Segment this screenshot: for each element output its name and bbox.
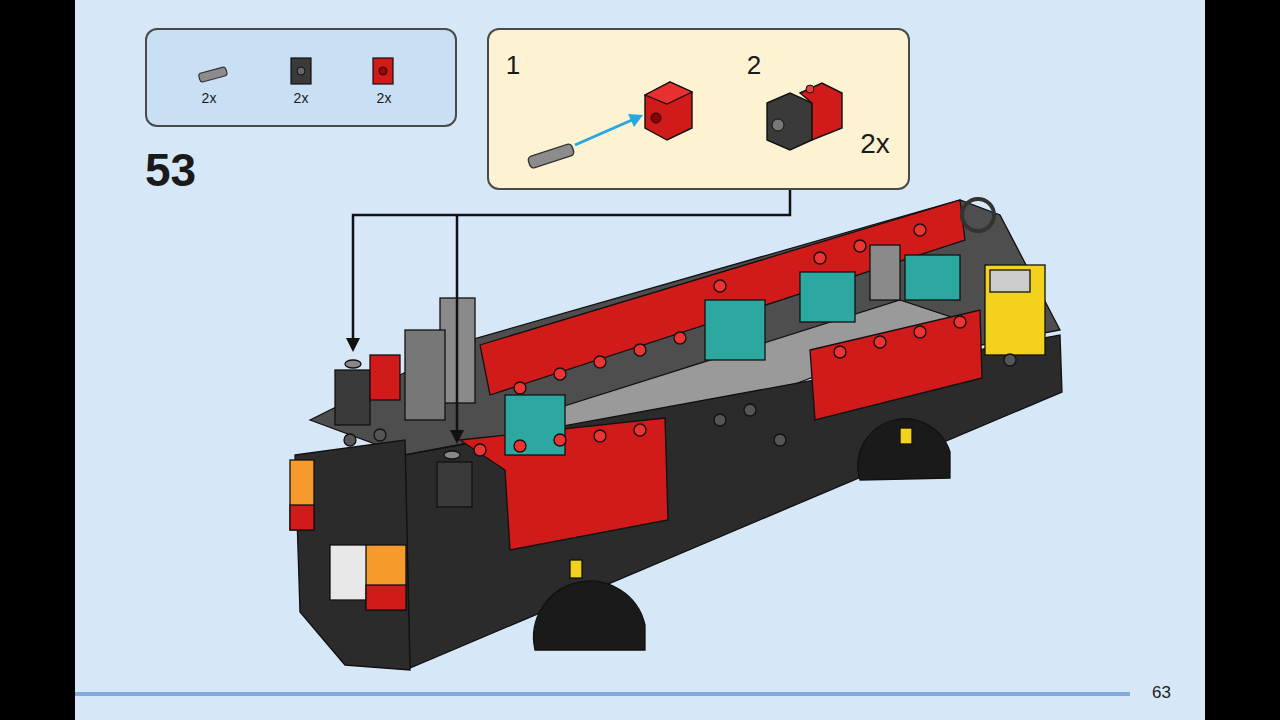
text-slot: 1 (506, 50, 520, 81)
quantity-label: 2x (202, 90, 217, 106)
quantity-label: 2x (377, 90, 392, 106)
bus-model (290, 199, 1062, 670)
text-slot: 2x (294, 90, 309, 106)
label-slot: 53 (145, 143, 196, 197)
page-number: 63 (1152, 683, 1171, 703)
callout-arrows (353, 190, 790, 434)
text-slot: 2 (747, 50, 761, 81)
label-slot: 63 (1152, 683, 1171, 703)
parts-icons (198, 58, 393, 84)
arrow-head (346, 338, 360, 352)
substep-number: 2 (747, 50, 761, 81)
text-slot: 2x (202, 90, 217, 106)
callout-icons (527, 82, 842, 169)
step-number: 53 (145, 143, 196, 197)
text-slot: 2x (860, 128, 890, 160)
subassembly-callout: 1 2 2x (487, 28, 910, 190)
arrow-head (450, 430, 464, 444)
substep-number: 2x (860, 128, 890, 160)
substep-number: 1 (506, 50, 520, 81)
parts-panel: 2x 2x 2x (145, 28, 457, 127)
quantity-label: 2x (294, 90, 309, 106)
text-slot: 2x (377, 90, 392, 106)
